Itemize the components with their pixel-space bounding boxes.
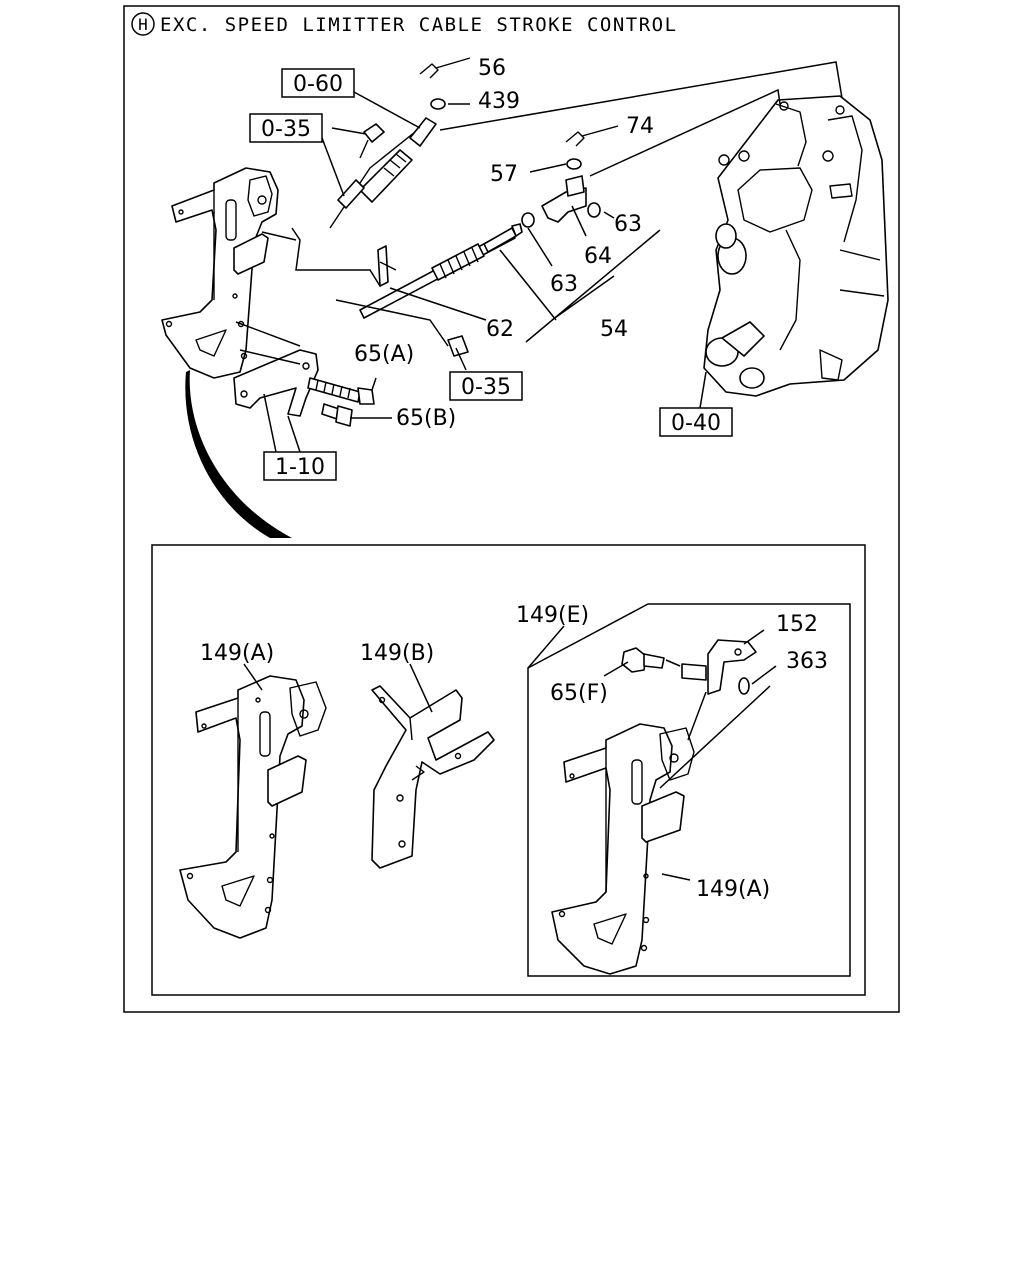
clip-56-drawing — [419, 57, 471, 79]
section-marker-circle — [131, 12, 155, 36]
header: H EXC. SPEED LIMITTER CABLE STROKE CONTR… — [131, 12, 678, 36]
sub-detail-frame — [527, 603, 851, 977]
bolt-65b-drawing — [321, 403, 353, 427]
callout-439: 439 — [478, 89, 520, 114]
bolt-65f-drawing — [621, 647, 665, 673]
bracket-149a-right-drawing — [551, 723, 695, 975]
callout-65a: 65(A) — [354, 342, 414, 367]
callout-63-lower: 63 — [550, 272, 578, 297]
injection-pump-drawing — [703, 95, 889, 397]
leader-149a-left — [243, 663, 263, 691]
washer-363-drawing — [738, 677, 750, 695]
nut-63-drawing — [521, 202, 601, 228]
ref-box-0-35-top: 0-35 — [249, 113, 323, 143]
label-152: 152 — [776, 612, 818, 637]
detail-inset-frame — [151, 544, 866, 996]
label-149b: 149(B) — [360, 641, 434, 666]
callout-63-upper: 63 — [614, 212, 642, 237]
outer-frame — [123, 5, 900, 1013]
callout-74: 74 — [626, 114, 654, 139]
ref-box-0-60: 0-60 — [281, 68, 355, 98]
callout-64: 64 — [584, 244, 612, 269]
ref-box-0-60-label: 0-60 — [293, 72, 343, 97]
label-149e: 149(E) — [516, 603, 589, 628]
callout-62: 62 — [486, 317, 514, 342]
ref-box-0-35-top-label: 0-35 — [261, 117, 311, 142]
washer-57-drawing — [566, 158, 582, 170]
small-bracket-drawing — [233, 349, 319, 417]
ref-box-0-40: 0-40 — [659, 407, 733, 437]
washer-439-drawing — [430, 98, 446, 110]
bolt-0-35-drawing — [447, 335, 469, 357]
leader-lines-inset — [527, 625, 777, 881]
section-marker-letter: H — [138, 15, 148, 34]
page-title: EXC. SPEED LIMITTER CABLE STROKE CONTROL — [160, 14, 678, 36]
bracket-149a-left-drawing — [179, 675, 327, 939]
ref-box-0-35-mid-label: 0-35 — [461, 375, 511, 400]
ref-box-0-35-mid: 0-35 — [449, 371, 523, 401]
ref-box-0-40-label: 0-40 — [671, 411, 721, 436]
main-bracket-drawing — [161, 167, 279, 379]
label-149a-left: 149(A) — [200, 641, 274, 666]
callout-54: 54 — [600, 317, 628, 342]
ref-box-1-10: 1-10 — [263, 451, 337, 481]
bolt-65a-drawing — [307, 377, 375, 405]
cable-assembly-drawing — [329, 117, 523, 319]
plate-152-drawing — [681, 639, 757, 695]
leader-149b — [409, 663, 433, 713]
ref-box-1-10-label: 1-10 — [275, 455, 325, 480]
detail-arrow-swoosh — [185, 370, 292, 538]
lever-64-drawing — [541, 175, 587, 223]
clip-74-drawing — [565, 125, 619, 147]
callout-57: 57 — [490, 162, 518, 187]
label-65f: 65(F) — [550, 681, 608, 706]
bracket-149b-drawing — [371, 685, 495, 869]
callout-56: 56 — [478, 56, 506, 81]
label-363: 363 — [786, 649, 828, 674]
leader-lines-upper — [235, 61, 843, 453]
label-149a-right: 149(A) — [696, 877, 770, 902]
callout-65b: 65(B) — [396, 406, 456, 431]
